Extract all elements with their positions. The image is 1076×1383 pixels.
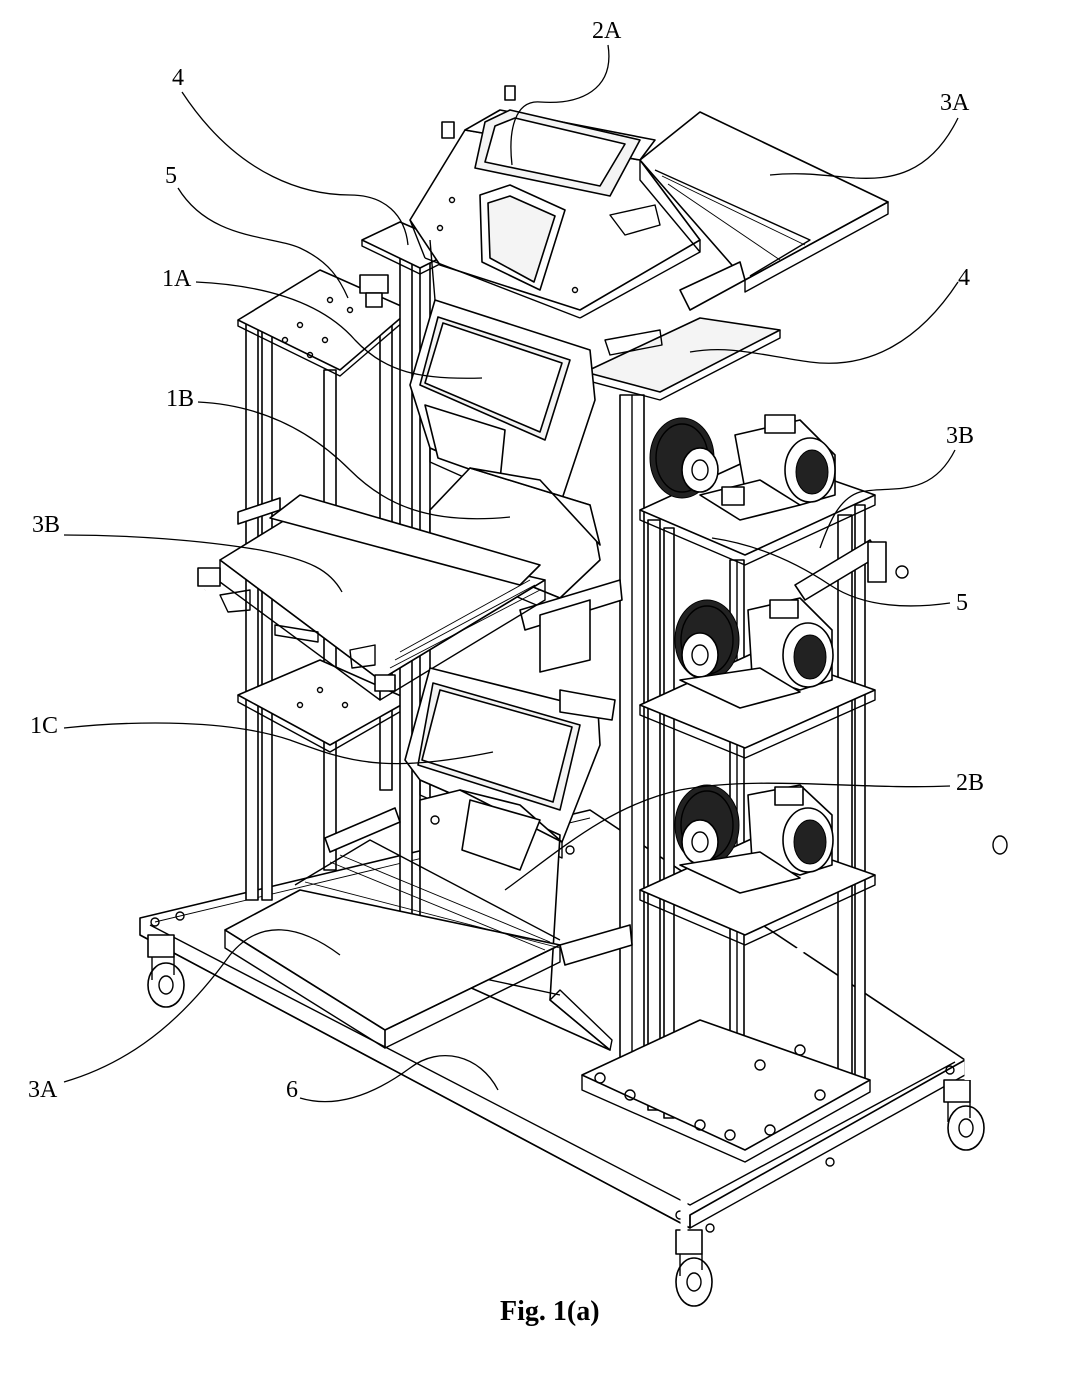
motor-middle	[674, 597, 834, 709]
label-5-right: 5	[956, 590, 968, 616]
caster-front-right	[675, 1229, 713, 1307]
tray-3a-bottom	[224, 807, 633, 1049]
labels: 2A 3A 4 5 1A 4 1B 3B 3B 5 1C 2B 3A 6	[28, 18, 984, 1103]
label-3b-left: 3B	[32, 512, 60, 538]
label-6: 6	[286, 1077, 298, 1103]
cart-handles	[102, 586, 1008, 1240]
label-5-left: 5	[165, 163, 177, 189]
label-3b-right: 3B	[946, 423, 974, 449]
sorter-1c	[404, 667, 616, 859]
caster-front-left	[147, 934, 185, 1008]
label-2a: 2A	[592, 18, 622, 44]
label-2b: 2B	[956, 770, 984, 796]
label-1b: 1B	[166, 386, 194, 412]
label-1c: 1C	[30, 713, 58, 739]
base-bolts	[150, 911, 955, 1233]
label-3a-top: 3A	[940, 90, 970, 116]
hopper-2a	[409, 85, 701, 356]
sorter-1b	[429, 467, 623, 673]
caster-rear-right	[943, 1079, 985, 1151]
right-tray-3b	[794, 539, 909, 601]
label-3a-bottom: 3A	[28, 1077, 58, 1103]
motor-bottom	[674, 784, 834, 894]
label-4-left: 4	[172, 65, 184, 91]
figure-caption: Fig. 1(a)	[500, 1296, 600, 1327]
label-1a: 1A	[162, 266, 192, 292]
caster-wheels	[147, 934, 985, 1307]
label-4-right: 4	[958, 265, 970, 291]
motor-top	[649, 414, 836, 521]
tray-3a-top	[639, 111, 889, 311]
